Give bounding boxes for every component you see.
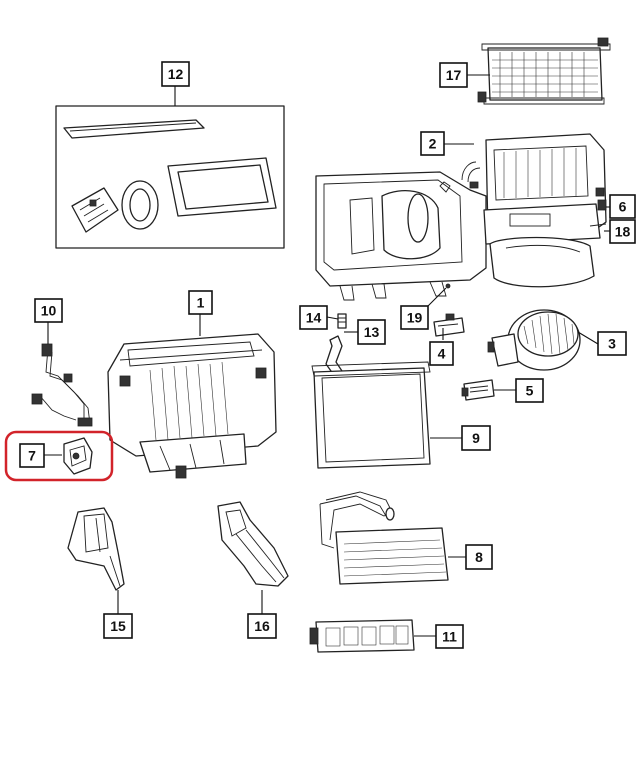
callout-label: 4 <box>438 346 446 362</box>
callout-19[interactable]: 19 <box>400 305 429 330</box>
part-16-duct[interactable] <box>217 501 289 587</box>
callout-12[interactable]: 12 <box>161 61 190 87</box>
callout-label: 13 <box>364 324 380 340</box>
callout-6[interactable]: 6 <box>609 194 636 219</box>
callout-17[interactable]: 17 <box>439 62 468 88</box>
callout-1[interactable]: 1 <box>188 290 213 315</box>
callout-label: 10 <box>41 303 57 319</box>
callout-15[interactable]: 15 <box>103 613 133 639</box>
callout-3[interactable]: 3 <box>597 331 627 356</box>
callout-label: 5 <box>526 383 534 399</box>
part-7-actuator[interactable] <box>63 437 93 475</box>
part-2-hvac-housing[interactable] <box>315 133 607 301</box>
part-5-resistor[interactable] <box>461 379 495 401</box>
part-18-seal[interactable] <box>589 223 607 227</box>
callout-label: 7 <box>28 448 36 464</box>
callout-4[interactable]: 4 <box>429 341 454 366</box>
part-8-heater-core[interactable] <box>319 491 449 585</box>
callout-label: 16 <box>254 618 270 634</box>
part-15-duct[interactable] <box>67 507 125 591</box>
callout-label: 3 <box>608 336 616 352</box>
callout-2[interactable]: 2 <box>420 131 445 156</box>
callout-label: 15 <box>110 618 126 634</box>
callout-label: 17 <box>446 67 462 83</box>
part-19-fastener[interactable] <box>445 283 451 289</box>
callout-label: 14 <box>306 310 322 326</box>
callout-label: 19 <box>407 310 423 326</box>
part-9-evaporator-core[interactable] <box>311 361 431 469</box>
leader-lines <box>44 74 612 637</box>
highlight-frame <box>4 430 114 482</box>
callout-9[interactable]: 9 <box>461 425 491 451</box>
callout-label: 11 <box>442 629 457 645</box>
part-4-module[interactable] <box>433 313 465 337</box>
part-1-hvac-case[interactable] <box>107 333 277 479</box>
part-3-blower-motor[interactable] <box>487 309 581 371</box>
part-14-clip[interactable] <box>337 313 347 329</box>
part-10-wire-harness[interactable] <box>31 343 93 427</box>
callout-16[interactable]: 16 <box>247 613 277 639</box>
part-6-sensor[interactable] <box>597 199 607 211</box>
part-12-seal-kit[interactable] <box>55 105 285 249</box>
callout-label: 1 <box>197 295 205 311</box>
part-11-ptc-heater[interactable] <box>309 619 415 653</box>
callout-label: 12 <box>168 66 184 82</box>
callout-label: 9 <box>472 430 480 446</box>
callout-7[interactable]: 7 <box>19 443 45 468</box>
callout-label: 2 <box>429 136 437 152</box>
callout-11[interactable]: 11 <box>435 624 464 649</box>
callout-10[interactable]: 10 <box>34 298 63 323</box>
callout-13[interactable]: 13 <box>357 319 386 345</box>
callout-8[interactable]: 8 <box>465 544 493 570</box>
callout-18[interactable]: 18 <box>609 219 636 244</box>
part-17-air-filter[interactable] <box>477 37 611 105</box>
callout-label: 8 <box>475 549 483 565</box>
callout-label: 18 <box>615 224 631 240</box>
callout-14[interactable]: 14 <box>299 305 328 330</box>
callout-5[interactable]: 5 <box>515 378 544 403</box>
callout-label: 6 <box>619 199 627 215</box>
